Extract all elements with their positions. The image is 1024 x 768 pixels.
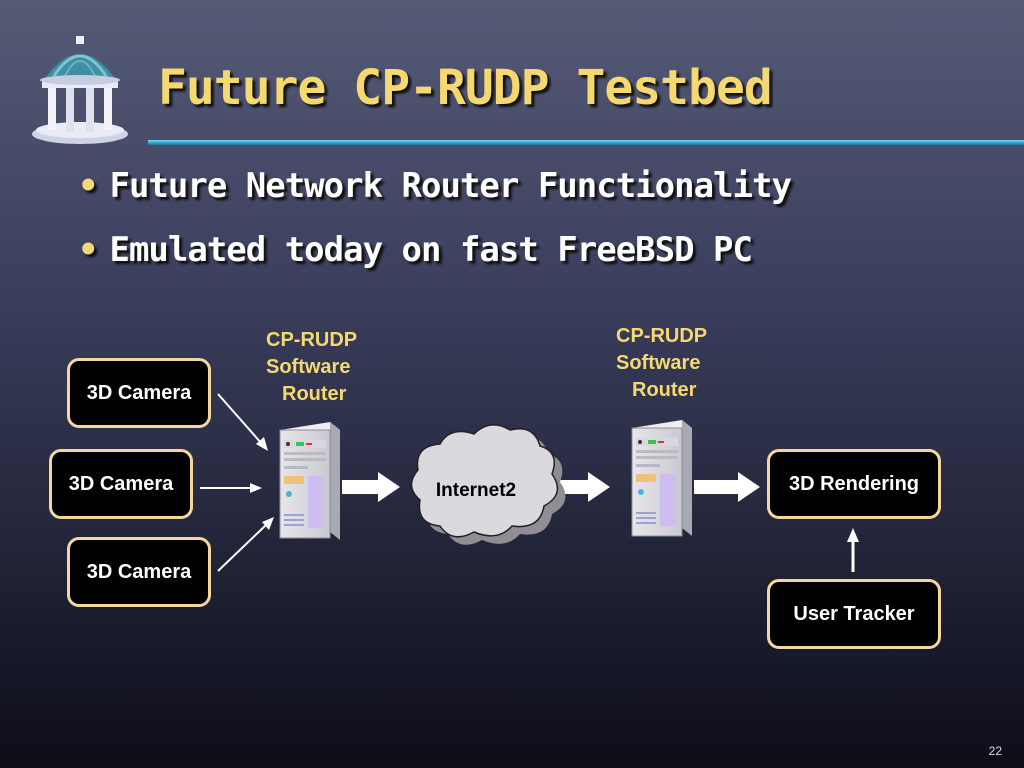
server-tower-icon [279, 422, 340, 540]
arrow-icon [250, 483, 262, 493]
arrow-icon [217, 393, 263, 445]
rendering-label: 3D Rendering [788, 472, 920, 495]
router-label-line: Router [632, 379, 697, 401]
arrow-icon [256, 437, 268, 451]
rendering-box: 3D Rendering [767, 449, 941, 519]
arrow-icon [694, 472, 760, 502]
router-label-line: CP-RUDP [266, 329, 358, 351]
camera-label: 3D Camera [86, 381, 192, 404]
camera-box: 3D Camera [67, 537, 211, 607]
camera-label: 3D Camera [86, 560, 192, 583]
tracker-label: User Tracker [793, 602, 915, 625]
arrow-icon [552, 472, 610, 502]
router-label-line: CP-RUDP [616, 325, 708, 347]
router-label-right: CP-RUDP Software Router [616, 323, 707, 404]
tracker-box: User Tracker [767, 579, 941, 649]
router-label-left: CP-RUDP Software Router [266, 327, 357, 408]
arrow-icon [262, 517, 274, 530]
bullet-text: Future Network Router Functionality [109, 166, 791, 206]
bullet-text: Emulated today on fast FreeBSD PC [109, 230, 753, 270]
gazebo-logo-icon [32, 36, 128, 144]
camera-box: 3D Camera [67, 358, 211, 428]
cloud-icon [410, 424, 566, 545]
server-tower-icon [631, 420, 692, 537]
title-underline [148, 140, 1024, 145]
arrow-icon [342, 472, 400, 502]
camera-label: 3D Camera [68, 472, 174, 495]
page-number: 22 [988, 744, 1002, 758]
camera-box: 3D Camera [49, 449, 193, 519]
cloud-label: Internet2 [436, 480, 516, 501]
bullet-item: •Emulated today on fast FreeBSD PC [78, 230, 753, 270]
bullet-item: •Future Network Router Functionality [78, 166, 792, 206]
slide-title: Future CP-RUDP Testbed [158, 60, 773, 116]
router-label-line: Software [616, 352, 701, 374]
router-label-line: Software [266, 356, 351, 378]
arrow-icon [847, 528, 859, 542]
arrow-icon [217, 523, 268, 572]
router-label-line: Router [282, 383, 347, 405]
